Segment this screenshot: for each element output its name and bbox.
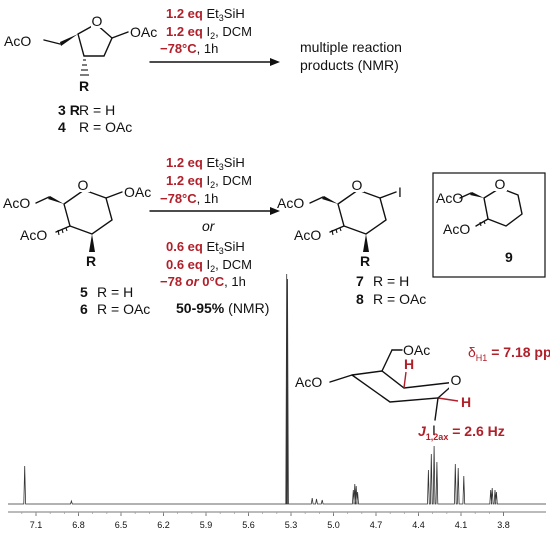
- or-label: or: [202, 218, 216, 234]
- ring-oxygen-label: O: [92, 13, 103, 29]
- iodide-label: I: [432, 422, 436, 438]
- c6-aco-label: AcO: [3, 195, 30, 211]
- c4-aco-label: AcO: [20, 227, 47, 243]
- anomeric-iodide-label: I: [398, 184, 402, 200]
- anomeric-oac-label: OAc: [130, 24, 157, 40]
- compound-9-box: O AcO AcO 9: [432, 172, 546, 278]
- x-tick-label: 4.1: [455, 520, 468, 530]
- c4-hash-bond: [479, 220, 486, 227]
- compound-9-number: 9: [505, 249, 513, 265]
- yield-label: 50-95% (NMR): [176, 300, 269, 316]
- reaction1-arrow: [149, 58, 280, 66]
- c6-aco-label: AcO: [277, 195, 304, 211]
- reaction2-conditions-a: 1.2 eq Et3SiH 1.2 eq I2, DCM −78°C, 1h: [160, 155, 252, 206]
- ring-oxygen-label: O: [78, 177, 89, 193]
- compound-5-number: 5: [80, 284, 88, 300]
- compound-4-caption: R = OAc: [79, 119, 132, 135]
- compound-4-label: 4: [58, 119, 66, 135]
- j-coupling-annotation: J1,2ax = 2.6 Hz: [418, 423, 505, 442]
- nmr-spectrum: 7.1 6.8 6.5 6.2 5.9 5.6 5.3 5.0 4.7 4.4 4.1 3.8: [8, 273, 546, 530]
- c5-aco-label: AcO: [4, 33, 31, 49]
- r1-cond-3: −78°C, 1h: [160, 41, 218, 56]
- r-label: R: [360, 253, 370, 269]
- pyranose-start-structure: O OAc AcO AcO R: [3, 177, 151, 269]
- compound-8-number: 8: [356, 291, 364, 307]
- delta-h1-annotation: δH1 = 7.18 ppm: [468, 344, 550, 363]
- compound-7-caption: R = H: [373, 273, 409, 289]
- x-tick-label: 6.8: [72, 520, 85, 530]
- c4-aco-label: AcO: [294, 227, 321, 243]
- r2a-cond-3: −78°C, 1h: [160, 191, 218, 206]
- reaction-2: O OAc AcO AcO R 1.2 eq Et3SiH 1.2 eq I2,…: [3, 155, 546, 317]
- x-tick-label: 5.6: [242, 520, 255, 530]
- r-label: R: [86, 253, 96, 269]
- reaction1-conditions: 1.2 eq Et3SiH 1.2 eq I2, DCM −78°C, 1h: [160, 6, 252, 56]
- aco-label: AcO: [295, 374, 322, 390]
- r-label: R: [79, 78, 89, 94]
- x-tick-label: 5.9: [200, 520, 213, 530]
- r-hash-bond: [80, 59, 89, 76]
- r2b-cond-1: 0.6 eq Et3SiH: [166, 239, 245, 256]
- conformer-structure: OAc AcO O H H I: [295, 342, 471, 438]
- compound-5-caption: R = H: [97, 284, 133, 300]
- r1-product-line1: multiple reaction: [300, 39, 402, 55]
- reaction2-arrow: [149, 207, 280, 215]
- r2b-cond-2: 0.6 eq I2, DCM: [166, 257, 252, 274]
- pyranose-product-structure: O I AcO AcO R: [277, 177, 402, 269]
- compound-6-number: 6: [80, 301, 88, 317]
- r2b-cond-3: −78 or 0°C, 1h: [160, 274, 246, 289]
- oac-label: OAc: [403, 342, 430, 358]
- compound-3-caption: R = H: [79, 102, 115, 118]
- h2ax-label: H: [404, 356, 414, 372]
- h1-label: H: [461, 394, 471, 410]
- r1-cond-1: 1.2 eq Et3SiH: [166, 6, 245, 23]
- r2a-cond-2: 1.2 eq I2, DCM: [166, 173, 252, 190]
- compound-8-caption: R = OAc: [373, 291, 426, 307]
- x-tick-label: 4.7: [370, 520, 383, 530]
- r1-product-line2: products (NMR): [300, 57, 399, 73]
- ring-oxygen-label: O: [352, 177, 363, 193]
- c4-hash-bond: [331, 227, 342, 236]
- c6-aco-label: AcO: [436, 190, 463, 206]
- reaction-1: O OAc AcO R 1.2 eq Et3SiH 1.2 eq I2, DCM…: [4, 6, 402, 135]
- x-tick-label: 3.8: [497, 520, 510, 530]
- x-tick-label: 4.4: [412, 520, 425, 530]
- x-axis-ticks: 7.1 6.8 6.5 6.2 5.9 5.6 5.3 5.0 4.7 4.4 4.1 3.8: [21, 512, 510, 530]
- spectrum-trace: [8, 273, 546, 505]
- compound-3-label: 3 RR = H: [58, 102, 107, 118]
- anomeric-oac-label: OAc: [124, 184, 151, 200]
- r1-cond-2: 1.2 eq I2, DCM: [166, 24, 252, 41]
- x-tick-label: 5.3: [285, 520, 298, 530]
- ring-oxygen-label: O: [451, 372, 462, 388]
- x-tick-label: 7.1: [30, 520, 43, 530]
- x-tick-label: 5.0: [327, 520, 340, 530]
- compound-6-caption: R = OAc: [97, 301, 150, 317]
- x-tick-label: 6.5: [115, 520, 128, 530]
- reaction2-conditions-b: 0.6 eq Et3SiH 0.6 eq I2, DCM −78 or 0°C,…: [160, 239, 252, 289]
- ring-oxygen-label: O: [495, 176, 506, 192]
- c4-aco-label: AcO: [443, 221, 470, 237]
- compound-7-number: 7: [356, 273, 364, 289]
- r2a-cond-1: 1.2 eq Et3SiH: [166, 155, 245, 172]
- c4-hash-bond: [57, 227, 68, 236]
- x-tick-label: 6.2: [157, 520, 170, 530]
- furanose-structure: O OAc AcO R: [4, 13, 157, 94]
